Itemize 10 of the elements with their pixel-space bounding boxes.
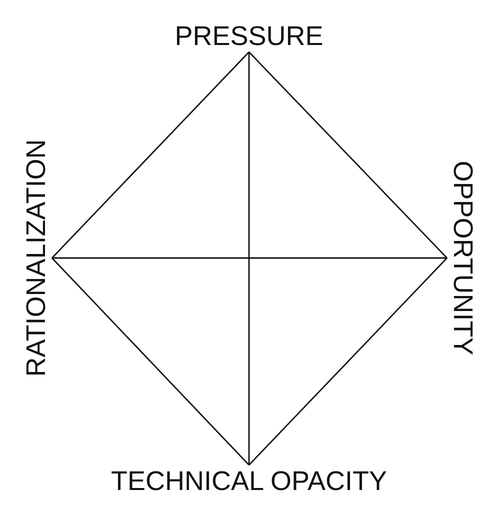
vertex-label: PRESSURE <box>174 20 324 52</box>
connector-line <box>248 258 448 466</box>
vertex-label: TECHNICAL OPACITY <box>110 465 388 497</box>
connector-line <box>248 52 448 258</box>
connector-line <box>52 52 250 258</box>
connector-line <box>52 257 447 259</box>
vertex-label: OPPORTUNITY <box>447 160 479 356</box>
connector-line <box>52 258 250 466</box>
connector-line <box>248 52 250 465</box>
vertex-label: RATIONALIZATION <box>20 139 52 377</box>
